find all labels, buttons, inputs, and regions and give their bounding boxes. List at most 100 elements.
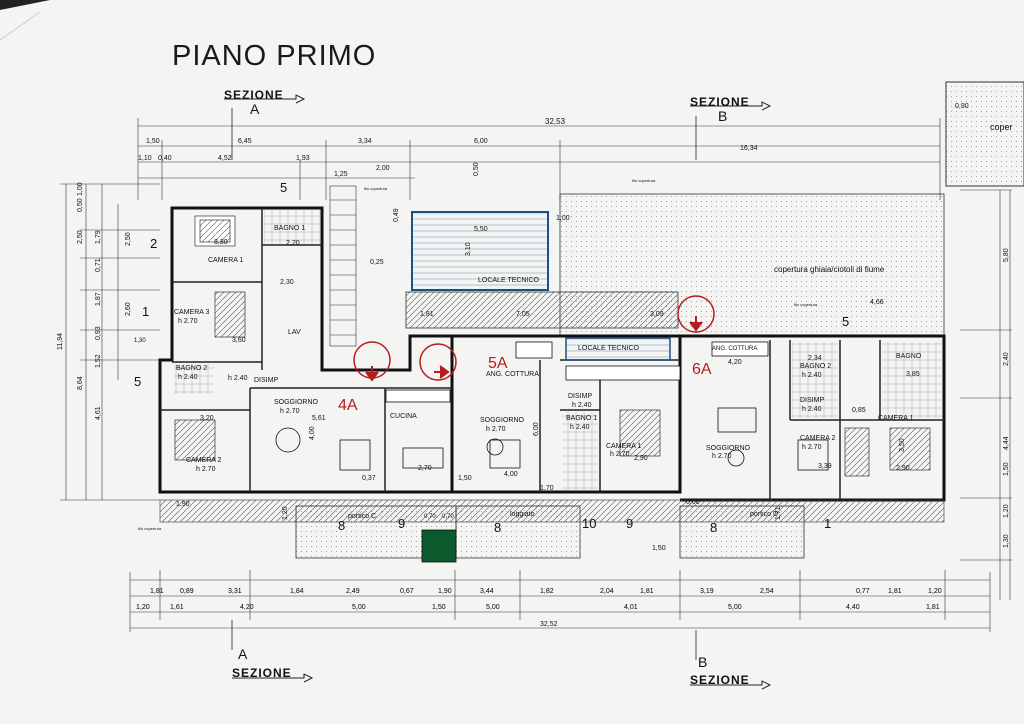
dim-inner-037: 0,37 <box>362 475 376 482</box>
dim-inner-550: 5,50 <box>474 226 488 233</box>
dim-inner-360: 3,60 <box>232 337 246 344</box>
dim-bottom-row1-item: 1,81 <box>888 588 902 595</box>
beds <box>174 215 931 477</box>
dim-left-130: 1,30 <box>134 338 146 344</box>
dim-inner-705: 7,05 <box>516 311 530 318</box>
dim-bottom-row1-item: 1,84 <box>290 588 304 595</box>
dim-left-187: 1,87 <box>95 292 102 306</box>
dim-top-090: 0,90 <box>955 103 969 110</box>
axis-number-8b: 8 <box>494 520 501 535</box>
label-filo-2: filo copertura <box>632 178 656 183</box>
dim-left-250b: 2,50 <box>125 232 132 246</box>
room-camera-2-6a-height: h 2.70 <box>802 444 822 451</box>
axis-number-5c: 5 <box>842 314 849 329</box>
section-markers <box>224 94 772 690</box>
room-disimp-4a: DISIMP <box>254 377 278 384</box>
room-disimp-6a: DISIMP <box>800 397 824 404</box>
dim-left-179: 1,79 <box>95 230 102 244</box>
green-doors <box>421 529 457 563</box>
dim-right-444: 4,44 <box>1003 436 1010 450</box>
dim-inner-230: 2,30 <box>280 279 294 286</box>
dim-bottom-row2-item: 4,20 <box>240 604 254 611</box>
bathroom-2-tiles <box>174 364 214 394</box>
dim-bottom-row1-item: 1,82 <box>540 588 554 595</box>
axis-number-9b: 9 <box>626 516 633 531</box>
room-camera-3: CAMERA 3 <box>174 309 210 316</box>
room-soggiorno-4a: SOGGIORNO <box>274 399 319 406</box>
dim-inner-350: 3,50 <box>899 438 906 452</box>
unit-label-4a: 4A <box>338 397 358 414</box>
dim-right-150: 1,50 <box>1003 462 1010 476</box>
dim-left-071: 0,71 <box>95 258 102 272</box>
dim-left-260: 2,60 <box>125 302 132 316</box>
room-camera-1-6a: CAMERA 1 <box>878 415 914 422</box>
room-bagno-6a: BAGNO <box>896 353 922 360</box>
unit-label-6a: 6A <box>692 361 712 378</box>
axis-number-5a: 5 <box>134 374 141 389</box>
dim-inner-400a: 4,00 <box>309 426 316 440</box>
dim-left-093: 0,93 <box>95 326 102 340</box>
dim-bottom-row1-item: 3,31 <box>228 588 242 595</box>
dim-right-240: 2,40 <box>1003 352 1010 366</box>
balcony-strip <box>159 499 945 523</box>
room-camera-3-height: h 2.70 <box>178 318 198 325</box>
dim-top-overall: 32,53 <box>545 117 566 126</box>
section-label-a-bottom: SEZIONE <box>232 666 292 680</box>
room-ang-cottura-5a: ANG. COTTURA <box>486 371 539 378</box>
dim-bottom-row2-item: 5,00 <box>486 604 500 611</box>
locale-tecnico-box <box>565 337 671 361</box>
room-ang-cottura-6a: ANG. COTTURA <box>712 346 757 352</box>
dim-inner-049: 0,49 <box>393 208 400 222</box>
room-locale-tecnico-pool: LOCALE TECNICO <box>478 277 539 284</box>
dim-left-152: 1,52 <box>95 354 102 368</box>
axis-number-9a: 9 <box>398 516 405 531</box>
dim-top-040: 0,40 <box>158 155 172 162</box>
bathroom-1-tiles <box>264 210 320 244</box>
dim-bottom-171: 1,71 <box>775 506 782 520</box>
gravel-roof <box>559 193 945 337</box>
dim-inner-400b: 4,00 <box>504 471 518 478</box>
dim-inner-070a: 0,70 <box>424 514 436 520</box>
label-gravel-roof: copertura ghiaia/ciotoli di fiume <box>774 265 885 274</box>
dim-bottom-row1-item: 1,81 <box>150 588 164 595</box>
dim-inner-561: 5,61 <box>312 415 326 422</box>
room-bagno-2-6a-height: h 2.40 <box>802 372 822 379</box>
dim-left-864: 8,64 <box>77 376 84 390</box>
room-bagno-1-5a-height: h 2.40 <box>570 424 590 431</box>
dim-bottom-190: 1,90 <box>176 501 190 508</box>
dim-inner-330: 3,30 <box>214 239 228 246</box>
dim-bottom-overall: 32,52 <box>540 621 558 628</box>
dim-top-334: 3,34 <box>358 138 372 145</box>
dim-inner-290: 2,90 <box>634 455 648 462</box>
kitchen-counters <box>385 341 769 403</box>
dim-bottom-row1-item: 1,90 <box>438 588 452 595</box>
staircase <box>329 185 357 347</box>
section-letter-b-top: B <box>718 108 728 124</box>
dim-bottom-row2-item: 1,61 <box>170 604 184 611</box>
room-camera-2-4a: CAMERA 2 <box>186 457 222 464</box>
dim-top-1634: 16,34 <box>740 145 758 152</box>
dim-inner-320: 3,20 <box>200 415 214 422</box>
dim-left-461: 4,61 <box>95 406 102 420</box>
dim-bottom-row2-item: 1,81 <box>926 604 940 611</box>
room-soggiorno-5a-height: h 2.70 <box>486 426 506 433</box>
dim-bottom-row1-item: 1,20 <box>928 588 942 595</box>
dim-top-600: 6,00 <box>474 138 488 145</box>
entrance-arrows <box>365 316 703 382</box>
room-disimp-5a: DISIMP <box>568 393 592 400</box>
dim-inner-181: 1,81 <box>420 311 434 318</box>
dim-inner-270: 2,70 <box>418 465 432 472</box>
dim-bottom-060: 0,60 <box>686 499 700 506</box>
room-soggiorno-6a: SOGGIORNO <box>706 445 751 452</box>
dim-right-120: 1,20 <box>1003 504 1010 518</box>
dim-bottom-120: 1,20 <box>282 506 289 520</box>
axis-number-5b: 5 <box>280 180 287 195</box>
axis-number-1b: 1 <box>824 516 831 531</box>
dim-bottom-150: 1,50 <box>652 545 666 552</box>
dim-top-200: 2,00 <box>376 165 390 172</box>
room-disimp-4a-height: h 2.40 <box>228 375 248 382</box>
dim-top-452: 4,52 <box>218 155 232 162</box>
label-filo-3: filo copertura <box>794 302 818 307</box>
